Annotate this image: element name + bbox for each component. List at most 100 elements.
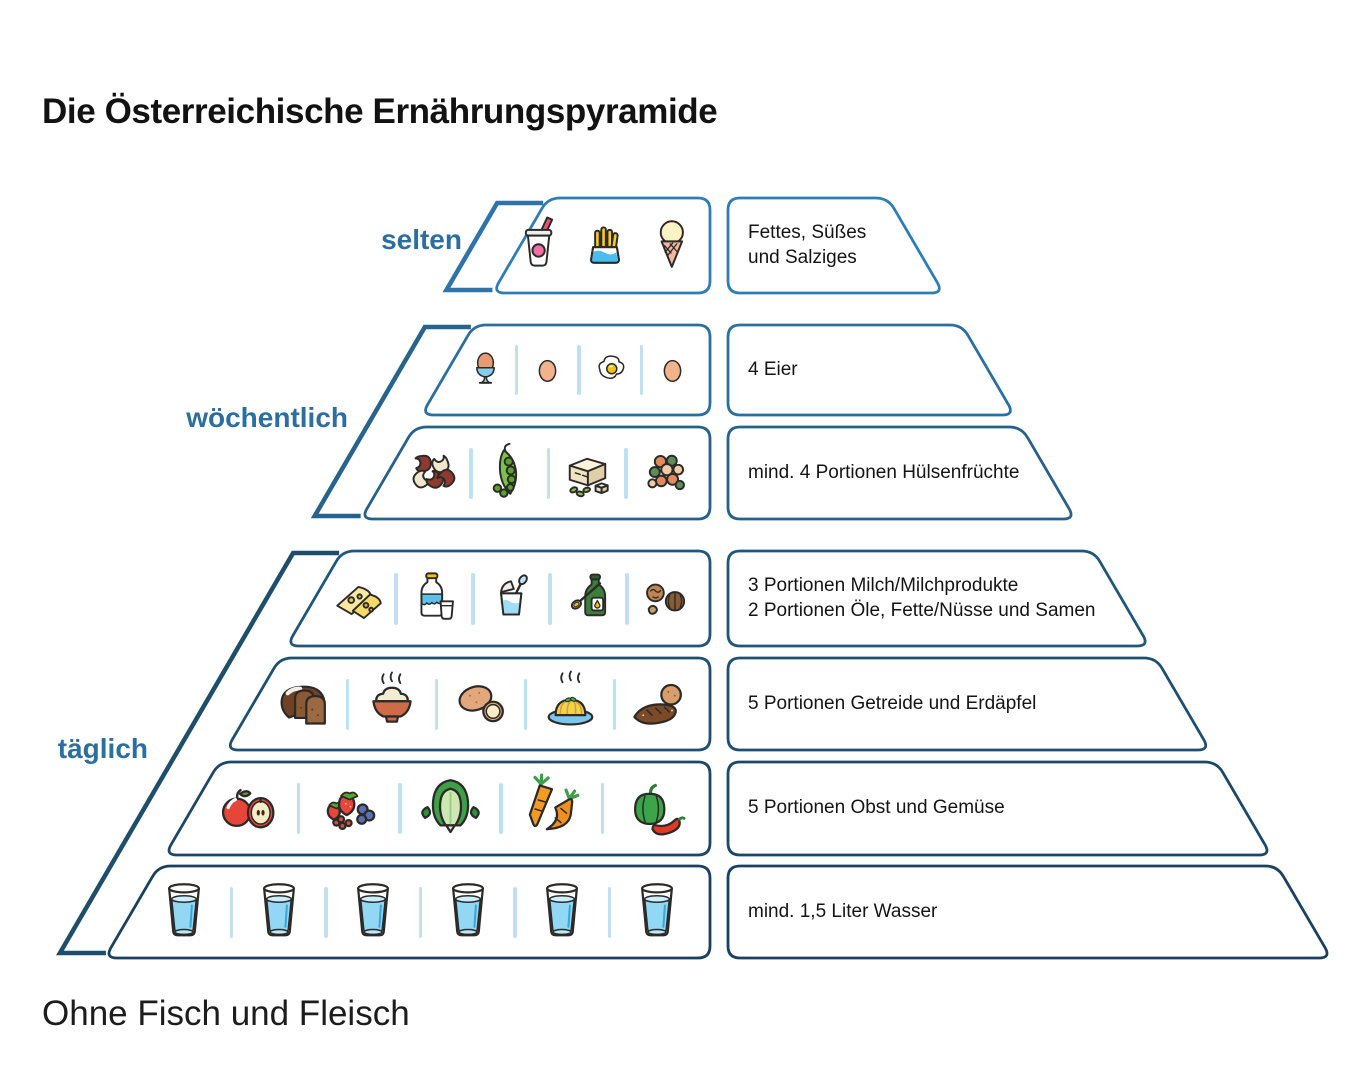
portion-text-line: 5 Portionen Getreide und Erdäpfel bbox=[748, 692, 1037, 714]
tofu-icon bbox=[552, 439, 623, 507]
portion-text-obst-gemuese: 5 Portionen Obst und Gemüse bbox=[728, 762, 1231, 855]
portion-text-getreide-erdaepfel: 5 Portionen Getreide und Erdäpfel bbox=[728, 658, 1170, 750]
icon-divider bbox=[514, 345, 519, 395]
icon-divider bbox=[607, 886, 612, 938]
icon-cell bbox=[503, 769, 601, 848]
frequency-label-woechentlich: wöchentlich bbox=[186, 402, 348, 433]
icon-cell bbox=[643, 344, 702, 397]
fried-egg-icon bbox=[583, 344, 638, 397]
portion-text-wasser: mind. 1,5 Liter Wasser bbox=[728, 866, 1291, 958]
egg-icon bbox=[645, 344, 700, 397]
bracket-taeglich bbox=[55, 550, 340, 956]
icon-divider bbox=[471, 572, 475, 625]
icon-cell bbox=[438, 665, 524, 743]
icon-cell bbox=[321, 565, 394, 632]
apple-icon bbox=[206, 769, 289, 848]
french-fries-icon bbox=[569, 211, 641, 280]
icon-divider bbox=[296, 783, 301, 834]
icon-strip-milch-oele-nuesse bbox=[321, 553, 702, 644]
icon-divider bbox=[394, 572, 398, 625]
egg-icon bbox=[520, 344, 575, 397]
row-wasser-text-box bbox=[726, 864, 1329, 960]
icon-cell bbox=[475, 565, 548, 632]
icon-cell bbox=[503, 211, 575, 280]
cheese-icon bbox=[323, 565, 393, 632]
icon-divider bbox=[324, 886, 328, 938]
icon-cell bbox=[552, 565, 625, 632]
walnuts-icon bbox=[630, 565, 700, 632]
icon-cell bbox=[611, 873, 702, 951]
icon-cell bbox=[628, 439, 702, 507]
icon-cell bbox=[604, 769, 702, 848]
frequency-label-taeglich: täglich bbox=[57, 733, 148, 764]
berries-icon bbox=[308, 769, 391, 848]
row-huelsenfruechte-icon-box bbox=[363, 425, 712, 521]
icon-cell bbox=[629, 565, 702, 632]
portion-text-eier: 4 Eier bbox=[728, 325, 974, 415]
icon-strip-huelsenfruechte bbox=[395, 429, 702, 517]
icon-cell bbox=[616, 665, 702, 743]
rice-bowl-icon bbox=[351, 665, 433, 743]
pea-pod-icon bbox=[474, 439, 545, 507]
icon-cell bbox=[199, 769, 297, 848]
row-huelsenfruechte-text-box bbox=[726, 425, 1073, 521]
page-title: Die Österreichische Ernährungspyramide bbox=[42, 92, 718, 131]
water-glass-icon bbox=[238, 873, 320, 951]
icon-divider bbox=[548, 572, 552, 625]
bracket-selten bbox=[442, 200, 544, 293]
icon-cell bbox=[527, 665, 613, 743]
icon-divider bbox=[612, 678, 617, 730]
portion-text-line: 4 Eier bbox=[748, 358, 798, 380]
icon-strip-eier bbox=[456, 327, 702, 413]
peppers-icon bbox=[612, 769, 695, 848]
ice-cream-cone-icon bbox=[635, 211, 707, 280]
frequency-label-selten: selten bbox=[381, 224, 462, 255]
portion-text-line: mind. 4 Portionen Hülsenfrüchte bbox=[748, 461, 1020, 483]
egg-in-cup-icon bbox=[458, 344, 513, 397]
icon-divider bbox=[229, 886, 234, 938]
row-obst-gemuese-text-box bbox=[726, 760, 1269, 857]
water-glass-icon bbox=[616, 873, 698, 951]
water-glass-icon bbox=[521, 873, 603, 951]
row-getreide-erdaepfel-text-box bbox=[726, 656, 1208, 752]
milk-bottle-icon bbox=[400, 565, 470, 632]
icon-strip-wasser bbox=[139, 868, 702, 956]
icon-divider bbox=[398, 783, 402, 834]
icon-strip-getreide-erdaepfel bbox=[260, 660, 702, 748]
kidney-beans-icon bbox=[396, 439, 467, 507]
icon-divider bbox=[499, 783, 503, 834]
icon-cell bbox=[550, 439, 624, 507]
row-eier-icon-box bbox=[424, 323, 712, 417]
water-glass-icon bbox=[427, 873, 509, 951]
icon-divider bbox=[577, 345, 581, 395]
oil-bottle-icon bbox=[553, 565, 623, 632]
icon-divider bbox=[513, 886, 517, 938]
icon-cell bbox=[233, 873, 324, 951]
icon-divider bbox=[624, 447, 628, 499]
icon-divider bbox=[469, 447, 473, 499]
yogurt-icon bbox=[476, 565, 546, 632]
icon-divider bbox=[639, 345, 644, 395]
footnote: Ohne Fisch und Fleisch bbox=[42, 994, 410, 1033]
icon-cell bbox=[349, 665, 435, 743]
icon-cell bbox=[581, 344, 640, 397]
icon-cell bbox=[139, 873, 230, 951]
icon-cell bbox=[395, 439, 469, 507]
portion-text-huelsenfruechte: mind. 4 Portionen Hülsenfrüchte bbox=[728, 427, 1035, 519]
water-glass-icon bbox=[332, 873, 414, 951]
bread-icon bbox=[262, 665, 344, 743]
portion-text-line: 5 Portionen Obst und Gemüse bbox=[748, 797, 1005, 819]
icon-cell bbox=[569, 211, 641, 280]
carrots-icon bbox=[510, 769, 593, 848]
icon-divider bbox=[345, 678, 350, 730]
mixed-legumes-icon bbox=[629, 439, 700, 507]
row-eier-text-box bbox=[726, 323, 1012, 417]
bread-rolls-icon bbox=[618, 665, 700, 743]
icon-divider bbox=[546, 447, 551, 499]
icon-divider bbox=[625, 572, 629, 625]
icon-divider bbox=[418, 886, 423, 938]
portion-text-line: und Salziges bbox=[748, 246, 857, 268]
portion-text-line: mind. 1,5 Liter Wasser bbox=[748, 900, 938, 922]
